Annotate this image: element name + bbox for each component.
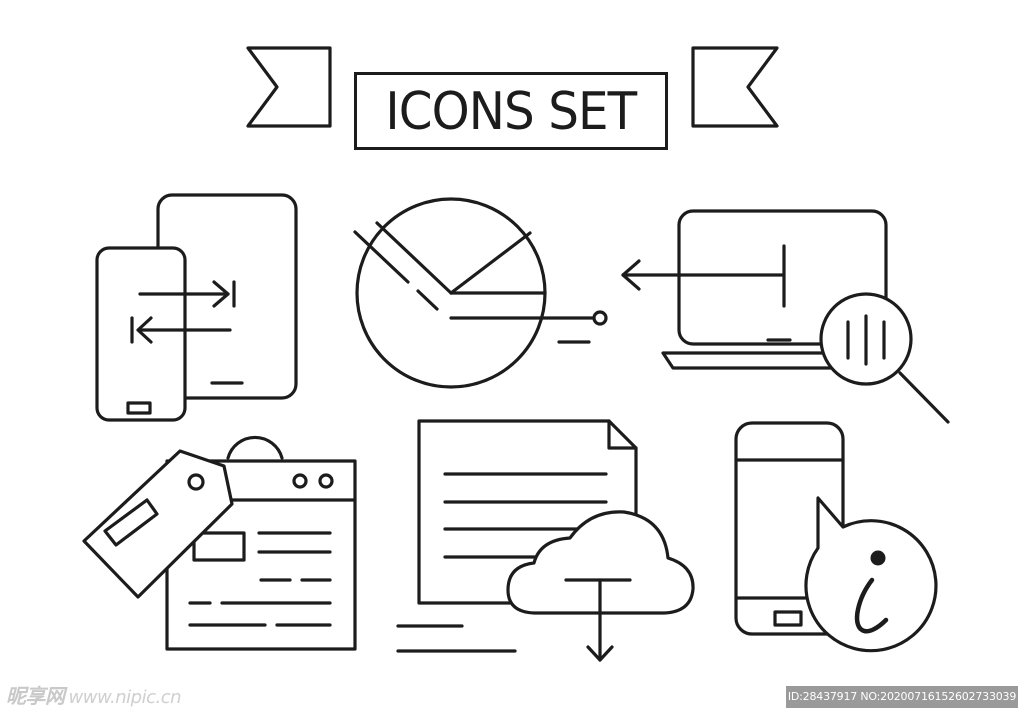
cloud-download-document-icon bbox=[398, 421, 693, 660]
laptop-search-icon bbox=[623, 211, 948, 422]
title-banner: ICONS SET bbox=[354, 72, 668, 150]
site-url: www.nipic.cn bbox=[68, 687, 182, 708]
image-id-bar: ID:28437917 NO:20200716152602733039 bbox=[786, 686, 1018, 708]
price-tag-webpage-icon bbox=[84, 437, 355, 649]
phone-info-icon bbox=[736, 423, 936, 651]
pie-chart-icon bbox=[355, 199, 606, 387]
ribbon-right bbox=[693, 48, 777, 126]
ribbon-left bbox=[248, 48, 330, 126]
devices-transfer-icon bbox=[97, 195, 296, 420]
site-logo: 昵享网 bbox=[6, 684, 65, 708]
title-text: ICONS SET bbox=[385, 82, 638, 142]
